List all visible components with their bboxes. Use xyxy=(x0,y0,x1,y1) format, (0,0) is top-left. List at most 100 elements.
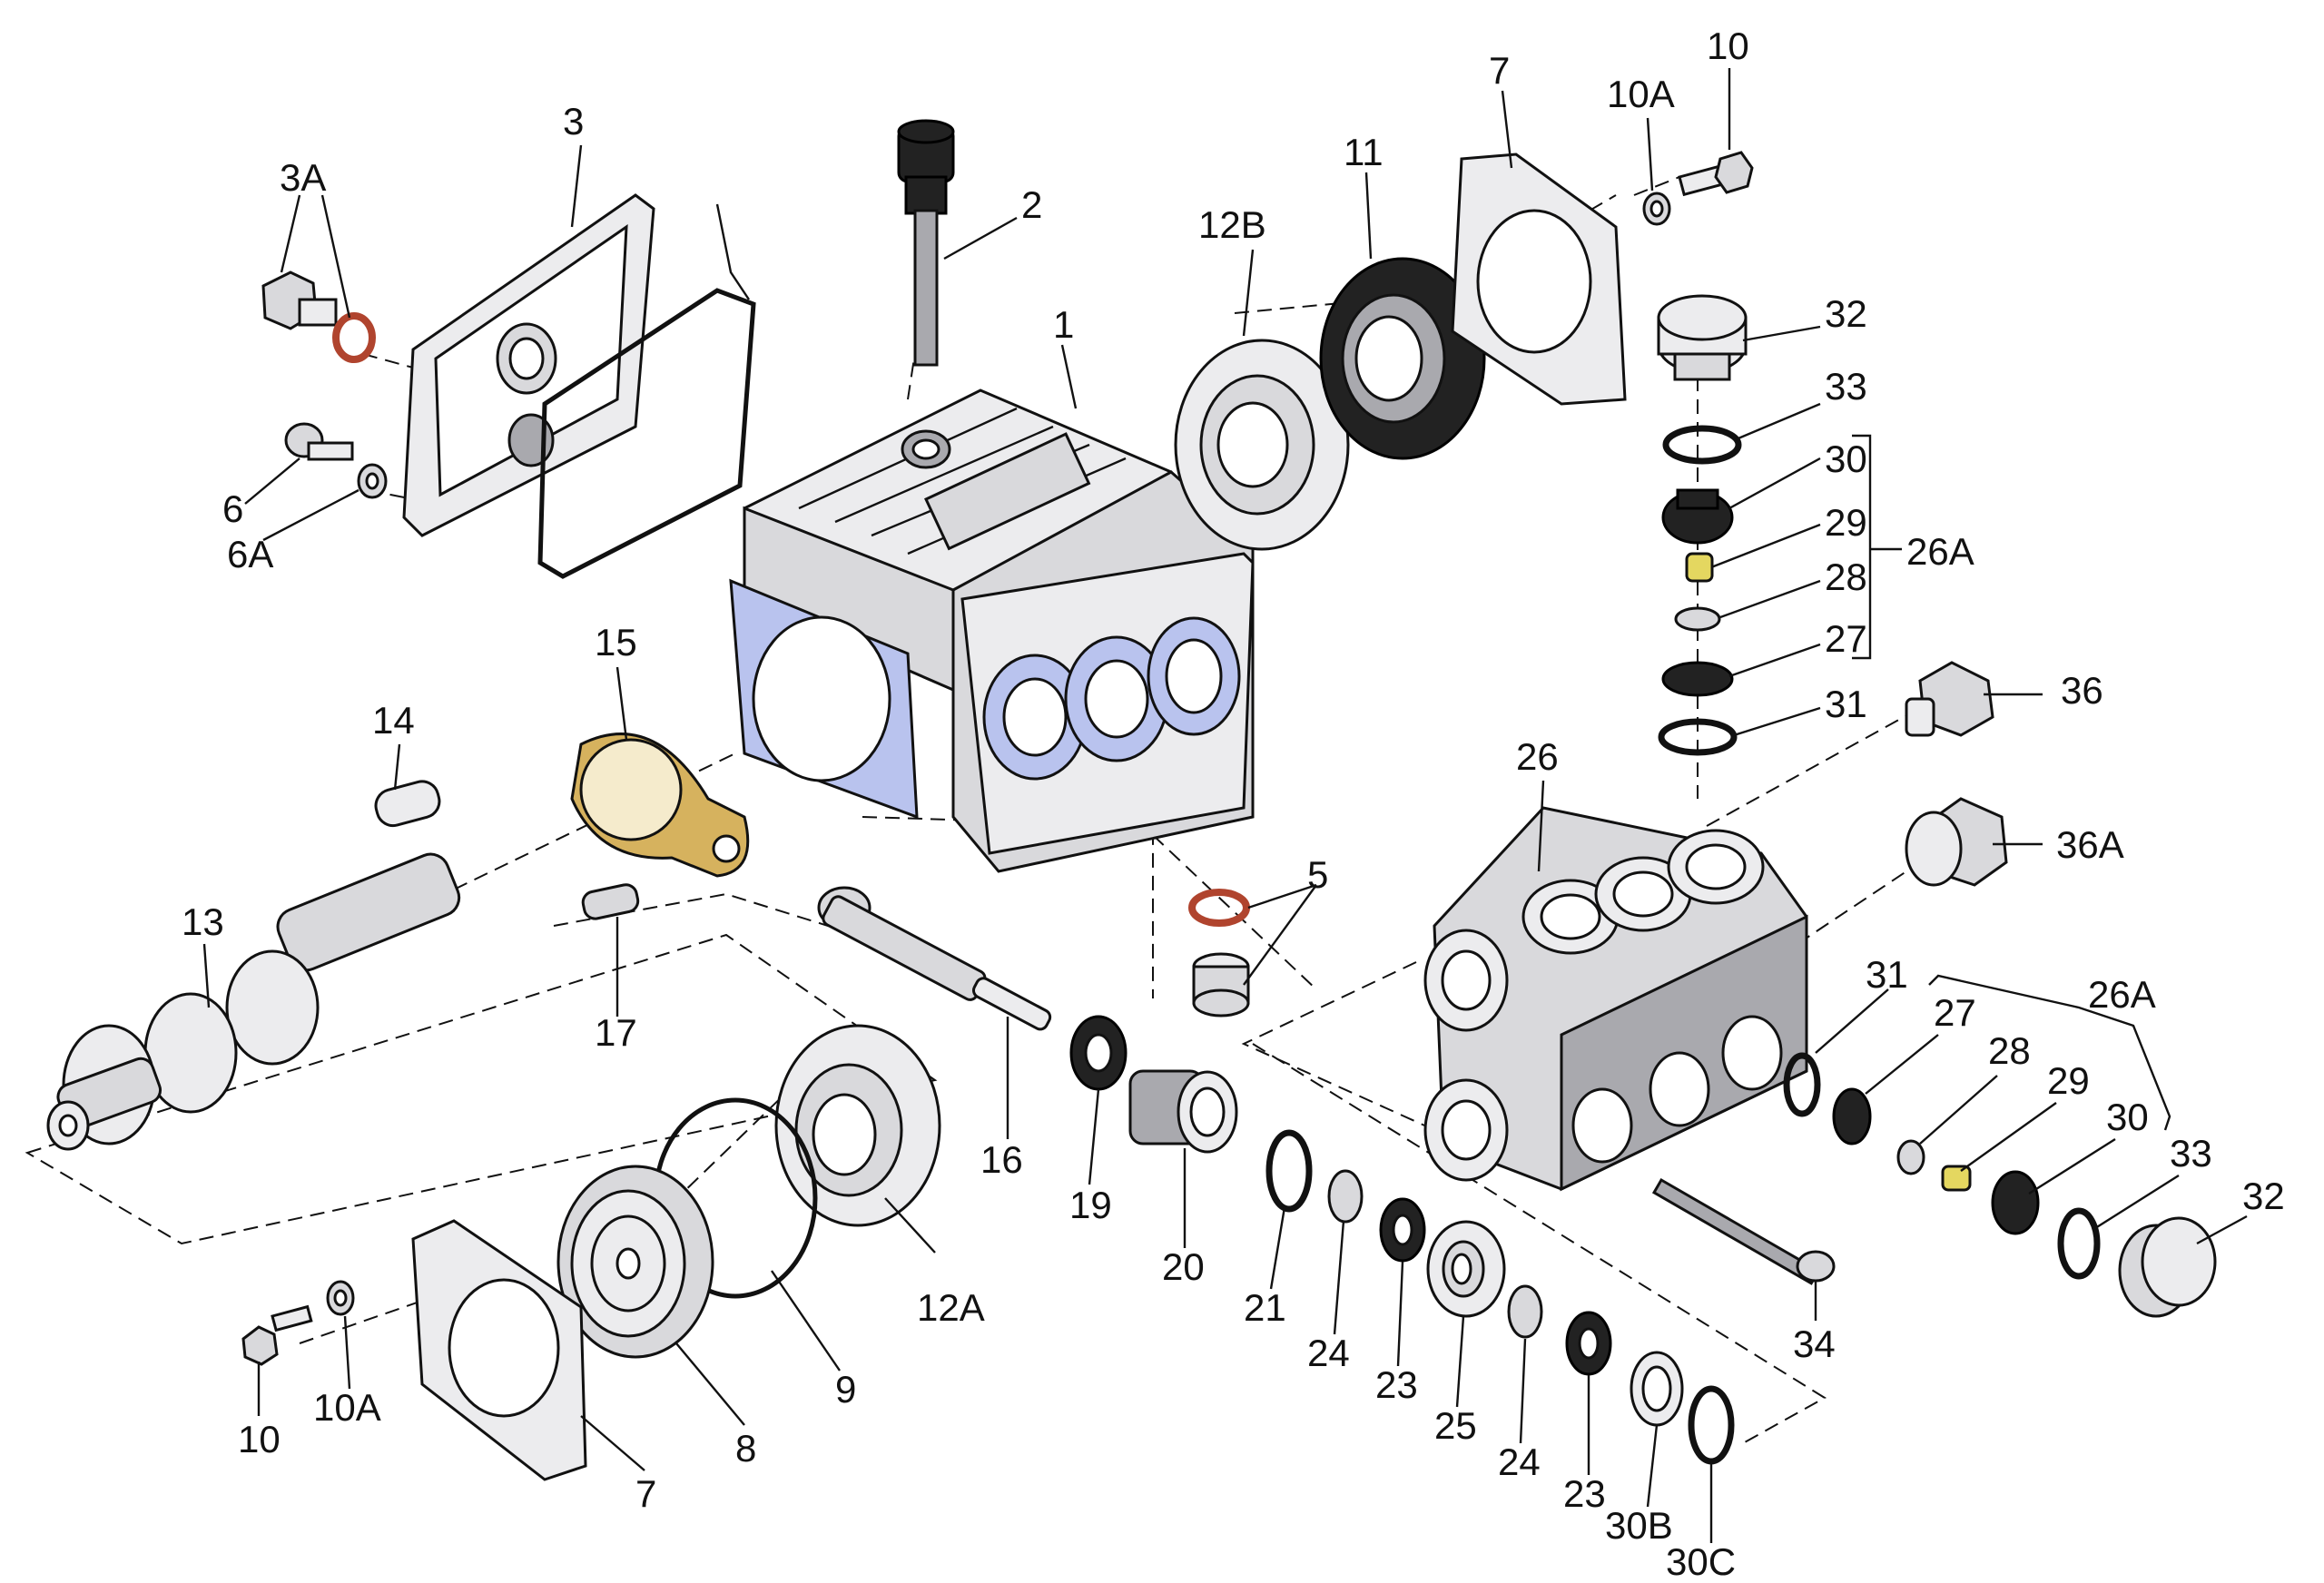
callout-26a-lower: 26A xyxy=(2088,973,2156,1016)
callout-26: 26 xyxy=(1516,735,1559,778)
part-30b-ring xyxy=(1630,1351,1684,1427)
callout-27-lower: 27 xyxy=(1934,991,1976,1034)
part-21-oring xyxy=(1265,1129,1313,1213)
callout-33-lower: 33 xyxy=(2170,1132,2212,1175)
callout-2: 2 xyxy=(1021,183,1042,226)
callout-17: 17 xyxy=(595,1011,637,1054)
callout-20: 20 xyxy=(1162,1245,1205,1288)
callout-29-top: 29 xyxy=(1825,501,1867,544)
part-23-packing-a xyxy=(1379,1197,1426,1263)
callout-26a-top: 26A xyxy=(1906,530,1974,573)
part-16-plunger-rod xyxy=(817,886,1052,1031)
callout-29-lower: 29 xyxy=(2047,1059,2090,1102)
callout-10a-bottom: 10A xyxy=(313,1386,381,1429)
part-36-plug xyxy=(1905,661,1994,737)
callout-28-lower: 28 xyxy=(1988,1029,2031,1072)
callout-36a: 36A xyxy=(2056,823,2124,866)
part-20-seal-retainer xyxy=(1128,1069,1238,1154)
part-11-shaft-seal xyxy=(1319,257,1486,460)
callout-5: 5 xyxy=(1307,853,1328,896)
callout-27-top: 27 xyxy=(1825,617,1867,660)
callout-25: 25 xyxy=(1434,1404,1477,1447)
part-26-manifold-head xyxy=(1423,806,1808,1192)
callout-16: 16 xyxy=(980,1138,1023,1181)
callout-33-top: 33 xyxy=(1825,365,1867,408)
callout-12a: 12A xyxy=(917,1286,985,1329)
callout-19: 19 xyxy=(1069,1184,1112,1226)
part-14-key xyxy=(374,780,441,828)
callout-15: 15 xyxy=(595,621,637,664)
callout-8: 8 xyxy=(735,1427,756,1470)
part-30c-oring xyxy=(1688,1385,1735,1465)
callout-labels: 1 2 3 3A 6 6A 7 10A 10 11 12B 32 33 30 2… xyxy=(182,25,2285,1583)
part-36a-plug xyxy=(1905,797,2008,887)
callout-6a: 6A xyxy=(227,533,273,575)
part-28-valve-plate-lower xyxy=(1896,1139,1925,1175)
callout-10a-top: 10A xyxy=(1607,73,1675,115)
callout-32-top: 32 xyxy=(1825,292,1867,335)
part-32-plug-top xyxy=(1657,294,1748,381)
callout-32-lower: 32 xyxy=(2242,1175,2285,1217)
part-24-backup-ring-a xyxy=(1327,1169,1364,1224)
callout-34: 34 xyxy=(1793,1322,1836,1365)
part-6a-washer xyxy=(357,463,388,499)
callout-23-b: 23 xyxy=(1563,1472,1606,1515)
part-6-screw xyxy=(284,422,354,461)
callout-28-top: 28 xyxy=(1825,556,1867,598)
callout-36: 36 xyxy=(2061,669,2103,712)
part-34-manifold-bolt xyxy=(1651,1177,1836,1285)
callout-10-bottom: 10 xyxy=(238,1418,281,1460)
callout-24-b: 24 xyxy=(1498,1440,1541,1483)
callout-9: 9 xyxy=(835,1368,856,1411)
part-27-valve-seat-lower xyxy=(1832,1087,1872,1145)
callout-leader-lines xyxy=(202,68,2248,1543)
part-29-spring-top xyxy=(1685,552,1714,583)
part-3-rear-cover xyxy=(402,193,655,537)
part-13-crankshaft xyxy=(46,852,461,1151)
part-23-packing-b xyxy=(1565,1311,1612,1376)
part-30-valve-cage-lower xyxy=(1991,1170,2040,1235)
part-1-crankcase xyxy=(729,388,1255,873)
part-3a-drain-plug xyxy=(261,270,376,363)
bracket-26a-top xyxy=(1852,434,1902,660)
callout-30-top: 30 xyxy=(1825,438,1867,480)
callout-7-top: 7 xyxy=(1489,49,1510,92)
callout-7-bottom: 7 xyxy=(635,1472,656,1515)
callout-30c: 30C xyxy=(1666,1540,1736,1583)
callout-13: 13 xyxy=(182,900,224,943)
callout-23-a: 23 xyxy=(1375,1363,1418,1406)
callout-21: 21 xyxy=(1244,1286,1286,1329)
part-15-connecting-rod xyxy=(570,733,750,878)
part-5-plug xyxy=(1192,952,1250,1018)
part-29-spring-lower xyxy=(1941,1165,1972,1192)
part-4-cover-gasket xyxy=(537,288,756,579)
callout-1: 1 xyxy=(1053,303,1074,346)
callout-31-lower: 31 xyxy=(1866,953,1908,996)
part-33-oring-top xyxy=(1662,425,1742,465)
part-5-oring xyxy=(1188,889,1250,927)
callout-6: 6 xyxy=(222,487,243,530)
part-2-oil-dipstick xyxy=(897,119,955,367)
callout-30-lower: 30 xyxy=(2106,1096,2149,1138)
part-10a-washer-top xyxy=(1642,192,1671,226)
callout-3a: 3A xyxy=(280,156,326,199)
part-7-bearing-cover-top xyxy=(1451,152,1627,406)
callout-3: 3 xyxy=(563,100,584,143)
callout-12b: 12B xyxy=(1198,203,1266,246)
part-27-valve-seat-top xyxy=(1661,661,1734,697)
part-10a-washer-bottom xyxy=(326,1280,355,1316)
part-31-oring-top xyxy=(1658,718,1738,756)
part-19-oil-seal xyxy=(1069,1015,1128,1091)
part-12b-bearing xyxy=(1174,339,1350,551)
callout-24-a: 24 xyxy=(1307,1332,1350,1374)
part-25-support-ring xyxy=(1426,1220,1506,1318)
part-17-wrist-pin xyxy=(581,883,640,920)
part-10-bolt-top xyxy=(1678,151,1754,197)
part-12a-bearing xyxy=(774,1024,941,1227)
part-28-valve-plate-top xyxy=(1674,606,1721,632)
bracket-26a-lower xyxy=(1928,974,2171,1131)
callout-14: 14 xyxy=(372,699,415,742)
callout-10-top: 10 xyxy=(1707,25,1749,67)
part-33-oring-lower xyxy=(2057,1207,2101,1280)
